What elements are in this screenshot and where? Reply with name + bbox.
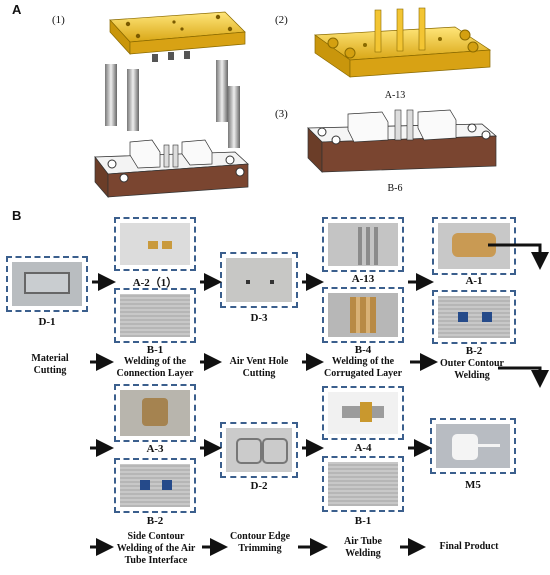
step-material-cutting: Material Cutting [31, 353, 69, 376]
label-b2-top: B-2 [465, 345, 483, 357]
photo-a3 [114, 384, 196, 442]
exploded-mold-render [94, 11, 249, 198]
b6-caption: B-6 [387, 183, 403, 194]
label-d3: D-3 [250, 312, 268, 324]
photo-m5 [430, 418, 516, 474]
label-b1-bottom: B-1 [354, 515, 372, 527]
label-m5: M5 [465, 479, 481, 491]
photo-a13 [322, 217, 404, 272]
panel-a-letter: A [12, 2, 22, 17]
subfigure-1-label: (1) [52, 14, 65, 26]
step-welding-corrugated-layer: Welding of the Corrugated Layer [323, 356, 403, 379]
a13-mold-render [313, 7, 492, 78]
panel-b-letter: B [12, 208, 22, 223]
photo-d3 [220, 252, 298, 308]
label-a2: A-2（1） [132, 277, 178, 289]
label-b1-top: B-1 [146, 344, 164, 356]
photo-b1-bottom [322, 456, 404, 512]
photo-b2-top [432, 290, 516, 344]
photo-b2-bottom [114, 458, 196, 513]
step-side-contour-welding: Side Contour Welding of the Air Tube Int… [116, 531, 196, 566]
a13-caption: A-13 [384, 90, 406, 101]
photo-d1 [6, 256, 88, 312]
label-d2: D-2 [250, 480, 268, 492]
photo-b1-top [114, 288, 196, 343]
photo-b4 [322, 287, 404, 343]
b6-mold-render [307, 109, 498, 173]
step-air-tube-welding: Air Tube Welding [344, 536, 382, 559]
step-welding-connection-layer: Welding of the Connection Layer [116, 356, 194, 379]
photo-d2 [220, 422, 298, 478]
label-b2-bottom: B-2 [146, 515, 164, 527]
label-a3: A-3 [146, 443, 164, 455]
step-contour-edge-trimming: Contour Edge Trimming [229, 531, 291, 554]
label-a4: A-4 [354, 442, 372, 454]
subfigure-2-label: (2) [275, 14, 288, 26]
label-d1: D-1 [38, 316, 56, 328]
step-final-product: Final Product [439, 541, 499, 552]
arrow-row1-turn-bottom [498, 366, 549, 388]
subfigure-3-label: (3) [275, 108, 288, 120]
label-b4: B-4 [354, 344, 372, 356]
photo-a4 [322, 386, 404, 440]
label-a1: A-1 [465, 275, 483, 287]
step-outer-contour-welding: Outer Contour Welding [440, 358, 504, 381]
arrow-row1-turn-top [488, 243, 549, 270]
label-a13: A-13 [351, 273, 375, 285]
step-air-vent-hole-cutting: Air Vent Hole Cutting [229, 356, 289, 379]
photo-a2 [114, 217, 196, 271]
